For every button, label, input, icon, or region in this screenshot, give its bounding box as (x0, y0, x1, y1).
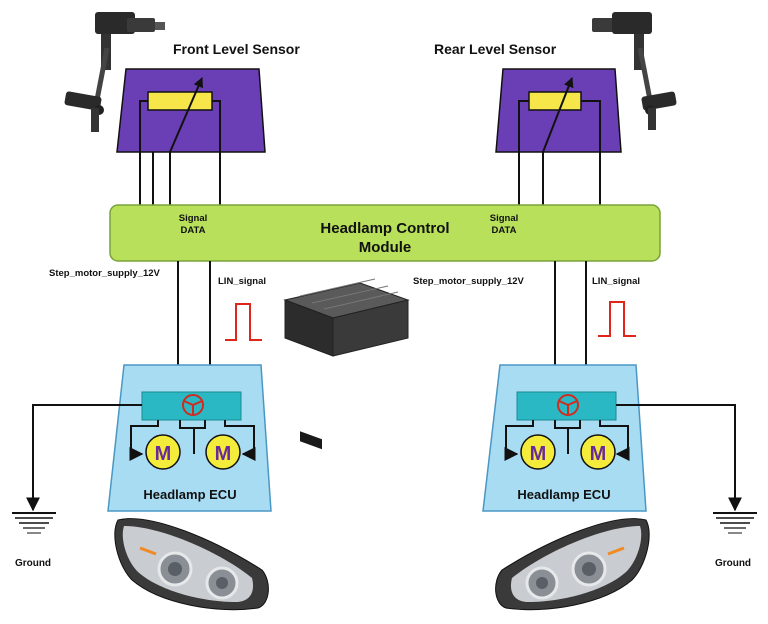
left-headlamp-ecu: M M Headlamp ECU (107, 364, 272, 512)
right-lin-label: LIN_signal (592, 276, 640, 287)
right-headlamp-ecu: M M Headlamp ECU (482, 364, 647, 512)
left-lin-label: LIN_signal (218, 276, 266, 287)
right-supply-label: Step_motor_supply_12V (413, 276, 525, 287)
right-motor-2-label: M (590, 443, 607, 465)
right-lin-pulse-icon (598, 301, 636, 337)
rear-level-sensor: Rear Level Sensor (434, 12, 677, 205)
left-ecu-title: Headlamp ECU (143, 487, 236, 502)
headlamp-control-module: Headlamp Control Module Signal DATA Sign… (109, 204, 661, 262)
left-data-label: DATA (181, 225, 206, 236)
ground-icon (12, 512, 56, 534)
left-motor-2-label: M (215, 443, 232, 465)
steering-icon (557, 394, 579, 416)
motor-icon: M (205, 434, 241, 470)
right-ecu-title: Headlamp ECU (517, 487, 610, 502)
steering-icon (182, 394, 204, 416)
front-level-sensor: Front Level Sensor (64, 12, 300, 205)
right-data-label: DATA (492, 225, 517, 236)
left-ground-label: Ground (15, 558, 51, 569)
left-lin-pulse-icon (225, 303, 262, 341)
front-sensor-title: Front Level Sensor (173, 41, 300, 57)
level-sensor-icon (64, 12, 165, 132)
right-signal-label: Signal (490, 213, 519, 224)
headlamp-icon (114, 518, 269, 611)
rear-resistor (528, 91, 582, 111)
motor-icon: M (520, 434, 556, 470)
left-signal-label: Signal (179, 213, 208, 224)
left-supply-label: Step_motor_supply_12V (49, 268, 161, 279)
rear-sensor-title: Rear Level Sensor (434, 41, 557, 57)
headlamp-icon (495, 518, 650, 611)
level-sensor-icon (592, 12, 677, 130)
control-module-title-line2: Module (359, 239, 412, 256)
right-ground: Ground (616, 404, 757, 569)
control-module-title-line1: Headlamp Control (320, 220, 449, 237)
left-motor-1-label: M (155, 443, 172, 465)
left-ground: Ground (12, 404, 142, 569)
control-module-icon (283, 278, 410, 450)
motor-icon: M (145, 434, 181, 470)
right-ground-label: Ground (715, 558, 751, 569)
motor-icon: M (580, 434, 616, 470)
front-resistor (147, 91, 213, 111)
right-motor-1-label: M (530, 443, 547, 465)
ground-icon (713, 512, 757, 534)
